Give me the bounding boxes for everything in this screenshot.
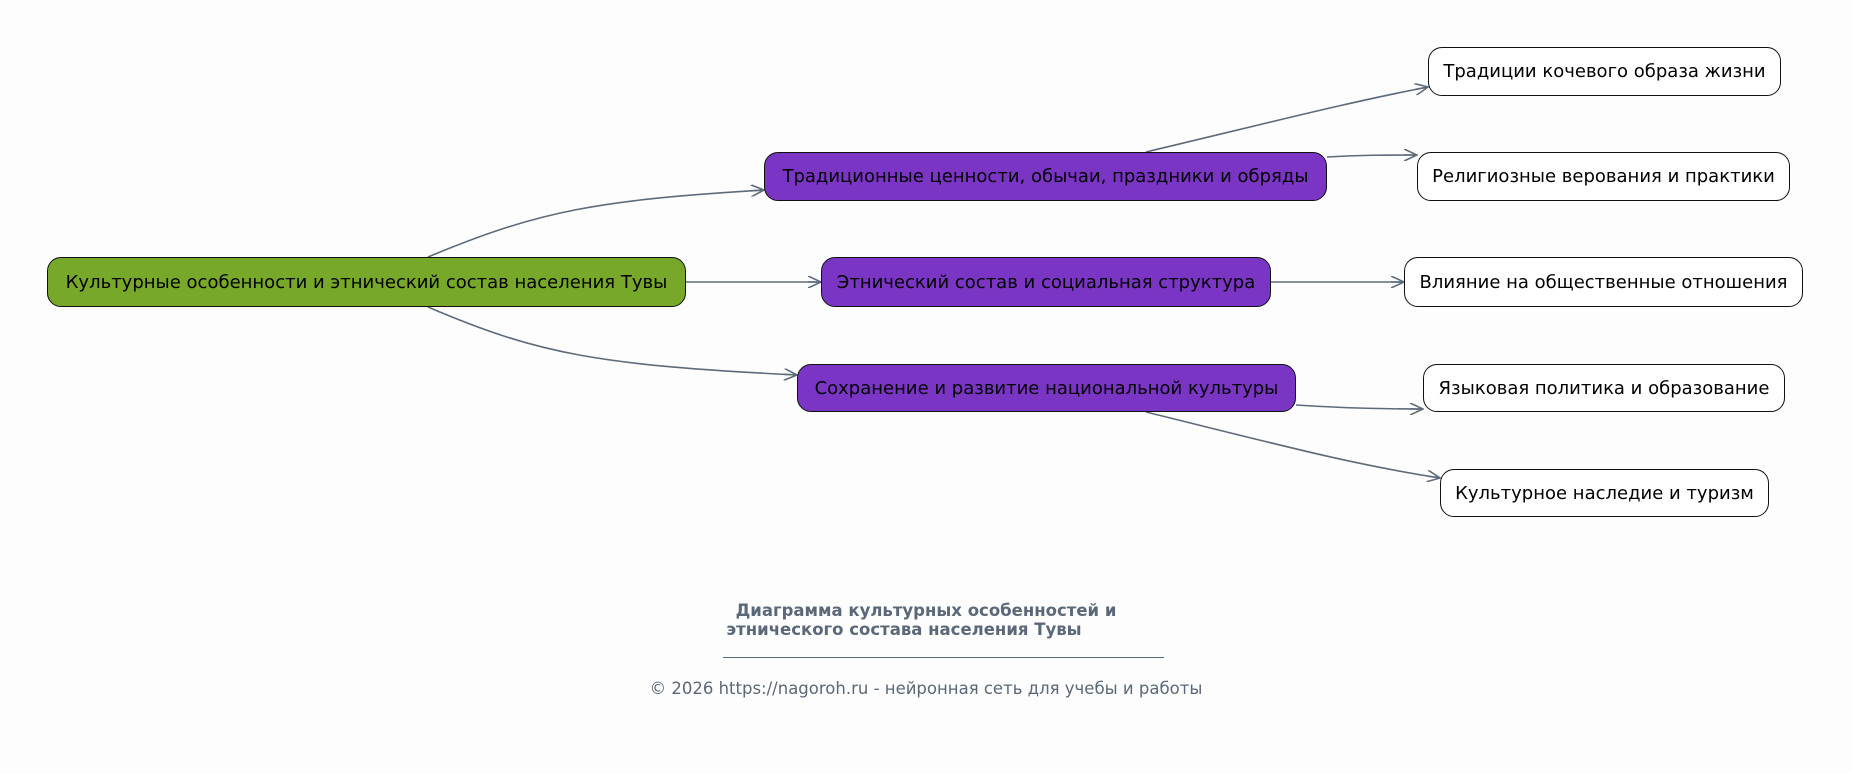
caption-line2: этнического состава населения Тувы <box>726 620 1082 639</box>
edge-branch3-leaf4 <box>1295 405 1423 409</box>
edge-branch1-leaf2 <box>1326 155 1417 157</box>
footer-credit: © 2026 https://nagoroh.ru - нейронная се… <box>649 679 1203 698</box>
edge-root-branch1 <box>427 190 764 258</box>
leaf-node-language: Языковая политика и образование <box>1423 364 1785 412</box>
branch-node-traditions: Традиционные ценности, обычаи, праздники… <box>764 152 1327 201</box>
leaf-node-heritage: Культурное наследие и туризм <box>1440 469 1769 517</box>
branch-node-preservation: Сохранение и развитие национальной культ… <box>797 364 1296 412</box>
leaf-node-social: Влияние на общественные отношения <box>1404 257 1803 307</box>
caption-line1: Диаграмма культурных особенностей и <box>735 601 1117 620</box>
branch-node-ethnic: Этнический состав и социальная структура <box>821 257 1271 307</box>
leaf-node-nomadic: Традиции кочевого образа жизни <box>1428 47 1781 96</box>
edge-root-branch3 <box>427 306 797 375</box>
root-node: Культурные особенности и этнический сост… <box>47 257 686 307</box>
edge-branch3-leaf5 <box>1145 411 1440 478</box>
edge-branch1-leaf1 <box>1145 87 1428 153</box>
caption-divider <box>723 657 1164 658</box>
leaf-node-religion: Религиозные верования и практики <box>1417 152 1790 201</box>
